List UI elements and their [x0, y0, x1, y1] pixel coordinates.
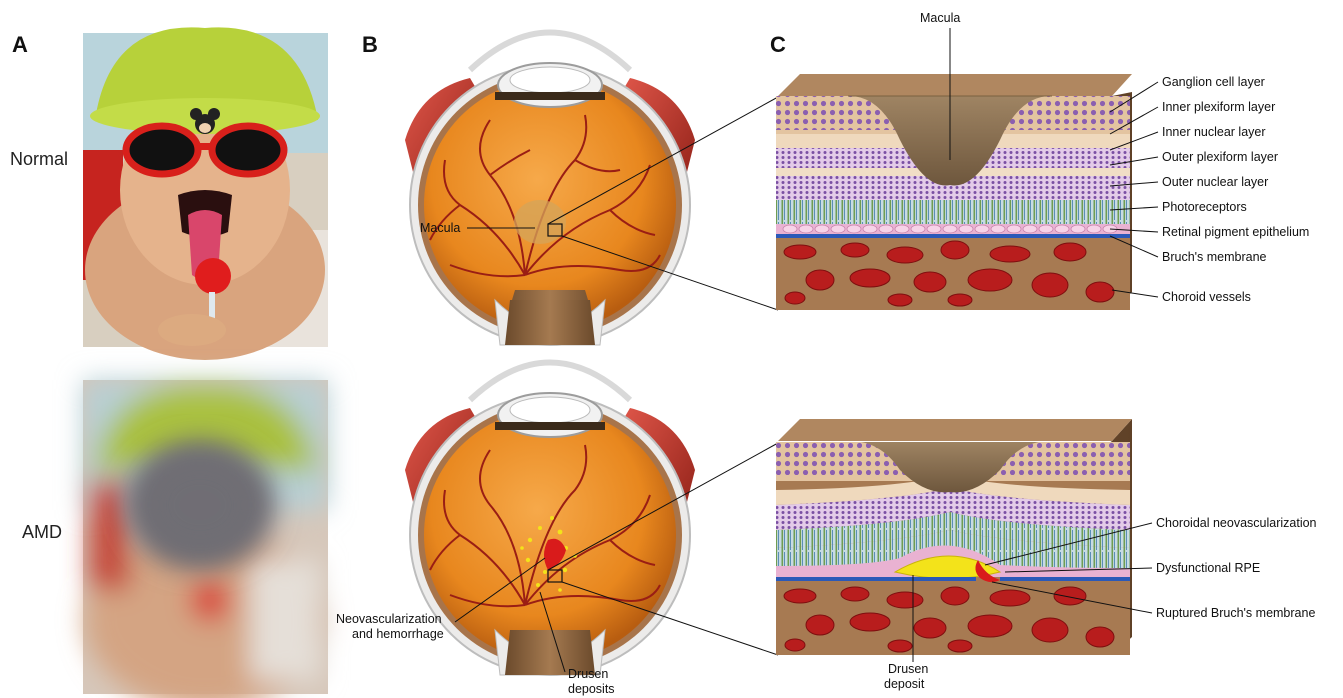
- label-layer: Outer nuclear layer: [1162, 175, 1268, 189]
- label-layer: Photoreceptors: [1162, 200, 1247, 214]
- row-label-amd: AMD: [22, 522, 62, 542]
- eyeball-amd: [405, 363, 695, 676]
- row-label-normal: Normal: [10, 149, 68, 169]
- amd-vision-photo: [83, 380, 328, 698]
- label-layer: Bruch's membrane: [1162, 250, 1267, 264]
- label-drusen-deposit-line1: Drusen: [888, 662, 928, 676]
- panel-letter-b: B: [362, 32, 378, 57]
- label-drusen-deposits-line2: deposits: [568, 682, 615, 696]
- label-dysfunctional-rpe: Dysfunctional RPE: [1156, 561, 1260, 575]
- panel-letter-a: A: [12, 32, 28, 57]
- eyeball-normal: [405, 33, 695, 346]
- label-macula-section: Macula: [920, 11, 960, 25]
- retina-section-amd: [776, 419, 1132, 655]
- label-layer: Inner nuclear layer: [1162, 125, 1266, 139]
- label-drusen-deposit-line2: deposit: [884, 677, 925, 691]
- layer-labels: Ganglion cell layer Inner plexiform laye…: [1110, 75, 1309, 304]
- label-drusen-deposits-line1: Drusen: [568, 667, 608, 681]
- label-neovascularization: Neovascularization: [336, 612, 442, 626]
- label-layer: Inner plexiform layer: [1162, 100, 1275, 114]
- label-choroidal-neovascularization: Choroidal neovascularization: [1156, 516, 1317, 530]
- label-layer: Ganglion cell layer: [1162, 75, 1265, 89]
- label-layer: Choroid vessels: [1162, 290, 1251, 304]
- label-layer: Retinal pigment epithelium: [1162, 225, 1309, 239]
- label-ruptured-bruchs-membrane: Ruptured Bruch's membrane: [1156, 606, 1315, 620]
- panel-letter-c: C: [770, 32, 786, 57]
- label-layer: Outer plexiform layer: [1162, 150, 1278, 164]
- normal-vision-photo: [83, 27, 328, 360]
- label-macula-eye: Macula: [420, 221, 460, 235]
- retina-section-normal: [776, 74, 1132, 310]
- label-hemorrhage: and hemorrhage: [352, 627, 444, 641]
